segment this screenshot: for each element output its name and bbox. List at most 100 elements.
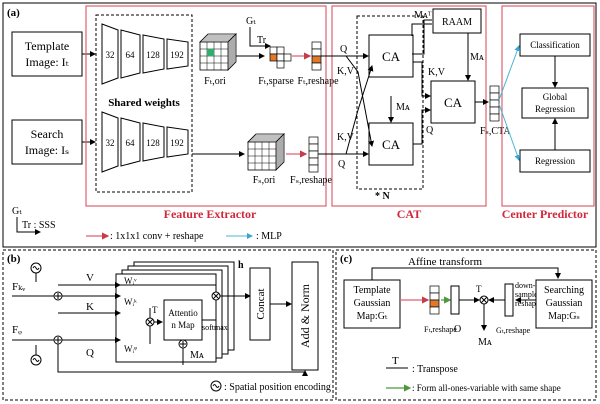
search-image-label-1: Search <box>31 127 64 141</box>
ca-top-to-ca-right <box>413 61 431 99</box>
stage-128-shape-s <box>142 122 165 162</box>
template-map-label-3: Map:Gₜ <box>357 311 388 322</box>
search-image-label-2: Image: Iₛ <box>25 143 69 157</box>
wk-label: Wᵢᵏ <box>124 297 137 307</box>
channel-32: 32 <box>106 50 115 60</box>
o-vector <box>450 285 460 315</box>
kv-label-top: K,V <box>337 66 355 77</box>
attention-map-label-2: n Map <box>171 320 195 330</box>
fq-label: Fᵩ <box>12 324 22 336</box>
attention-map-box <box>163 299 203 341</box>
search-backbone: 32 64 128 192 <box>101 111 189 173</box>
c-ma-label: Mᴀ <box>478 337 493 348</box>
template-image-box <box>11 31 83 77</box>
panel-b: (b) h Fₖᵥ Fᵩ V K Q Wᵢᵛ Wᵢᵏ Wᵢᵠ <box>2 249 334 401</box>
search-image-box <box>11 119 83 165</box>
search-map-box <box>535 279 593 329</box>
ca-top-to-raam <box>412 19 432 55</box>
ft-ori-label: Fₜ,ori <box>204 76 226 87</box>
ft-reshape-label: Fₜ,reshape <box>297 76 339 87</box>
spatial-encoding-legend: : Spatial position encoding <box>224 382 331 393</box>
cat-frame <box>331 5 487 207</box>
channel-32-s: 32 <box>106 138 115 148</box>
shared-weights-frame <box>95 14 193 193</box>
fkv-label: Fₖᵥ <box>12 281 26 293</box>
ca-top-label: CA <box>382 49 401 64</box>
o-label: O <box>454 324 461 335</box>
kv-label-right: K,V <box>428 67 446 78</box>
ca-right-label: CA <box>444 95 463 110</box>
template-map-label-2: Gaussian <box>354 298 391 309</box>
legend-transpose: : Transpose <box>412 364 458 375</box>
ca-block-top <box>368 34 414 78</box>
c-transpose-label: T <box>476 284 482 294</box>
q-label: Q <box>86 347 94 359</box>
wv-label: Wᵢᵛ <box>124 276 137 286</box>
shared-weights-label: Shared weights <box>108 97 180 109</box>
panel-a-tag: (a) <box>7 7 20 19</box>
downsample-label-3: reshape <box>515 299 540 308</box>
ma-raam-label: Mᴀ <box>470 52 485 63</box>
ft-reshape-label-c: Fₜ,reshape <box>424 325 457 334</box>
cta-to-regression <box>498 103 521 161</box>
regression-label: Regression <box>535 156 575 166</box>
cat-title: CAT <box>397 207 421 221</box>
cta-to-classification <box>498 45 521 101</box>
stage-32-shape <box>101 23 119 85</box>
ft-reshape-stack-c <box>429 285 440 315</box>
ft-reshape-stack <box>311 41 322 71</box>
ma-mid-label: Mᴀ <box>396 102 411 113</box>
stage-64-shape-s <box>120 117 141 167</box>
legend-gt: Gₜ <box>12 206 22 217</box>
legend-sss-arrow <box>16 217 41 235</box>
panel-c-frame <box>335 249 597 401</box>
legend-mlp: : MLP <box>256 231 282 242</box>
residual-q-arrow <box>57 344 308 376</box>
transpose-t-label: T <box>152 305 158 315</box>
affine-label: Affine transform <box>408 256 482 268</box>
ma-label: Mᴀ <box>190 350 205 361</box>
template-backbone: 32 64 128 192 <box>101 23 189 85</box>
q-label-top: Q <box>340 44 348 55</box>
search-map-label-1: Searching <box>544 285 584 296</box>
ft-sparse-label: Fₜ,sparse <box>258 76 294 87</box>
panel-a-frame <box>2 2 597 248</box>
global-regression-label-1: Global <box>543 92 568 102</box>
v-label: V <box>86 272 94 284</box>
stage-192-shape <box>166 38 189 70</box>
search-map-label-2: Gaussian <box>546 298 583 309</box>
center-predictor-frame <box>501 5 595 207</box>
concat-label: Concat <box>255 288 267 319</box>
wq-label: Wᵢᵠ <box>124 344 137 354</box>
k-label: K <box>86 301 94 313</box>
fs-reshape-stack <box>308 136 319 173</box>
feature-extractor-title: Feature Extractor <box>164 207 257 221</box>
panel-c: (c) Affine transform Template Gaussian M… <box>335 249 597 401</box>
gt-arrow <box>249 27 271 49</box>
channel-192-s: 192 <box>170 138 184 148</box>
ma-t-label: Mᴀᵀ <box>414 10 432 21</box>
add-norm-label: Add & Norm <box>298 283 312 348</box>
softmax-label: softmax <box>202 323 228 332</box>
affine-arrow <box>371 267 561 280</box>
g-reshape-label: Gₜ,reshape <box>496 326 531 335</box>
feature-extractor-frame <box>85 5 327 207</box>
fs-cta-stack <box>489 85 500 122</box>
stage-64-shape <box>120 29 141 79</box>
global-regression-label-2: Regression <box>535 104 575 114</box>
downsample-label-2: sample <box>515 290 538 299</box>
channel-192: 192 <box>170 50 184 60</box>
center-predictor-title: Center Predictor <box>502 207 589 221</box>
fs-cta-label: Fₛ,CTA <box>480 126 511 137</box>
attention-map-label-1: Attentio <box>168 308 198 318</box>
stage-128-shape <box>142 34 165 74</box>
legend-tr-sss: Tr : SSS <box>22 220 56 231</box>
g-reshape-vector <box>504 283 514 317</box>
legend-t-symbol: T <box>392 355 399 367</box>
global-regression-box <box>521 87 589 119</box>
times-n-label: * N <box>375 191 391 202</box>
raam-box <box>432 8 482 34</box>
channel-128-s: 128 <box>146 138 160 148</box>
channel-128: 128 <box>146 50 160 60</box>
legend-ones: : Form all-ones-variable with same shape <box>412 383 561 393</box>
